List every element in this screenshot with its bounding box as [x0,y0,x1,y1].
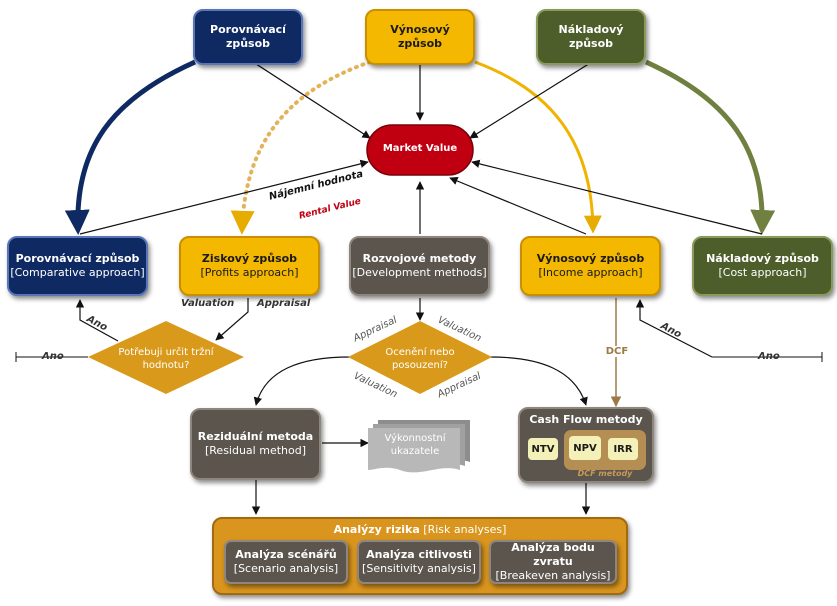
income-approach-box[interactable]: Výnosový způsob [Income approach] [520,236,661,296]
decision-assessment-text: Ocenění nebo posouzení? [385,347,455,371]
dcf-methods-caption: DCF metody [577,469,633,478]
development-methods-box[interactable]: Rozvojové metody [Development methods] [349,236,490,296]
top-cost-label: Nákladový způsob [558,23,624,50]
ano-right-line: Ano [758,351,780,362]
top-comparative-label: Porovnávací způsob [210,23,286,50]
dcf-label: DCF [605,346,629,357]
scenario-analysis-title: Analýza scénářů [235,548,337,561]
development-methods-title: Rozvojové metody [362,252,477,265]
breakeven-analysis-title: Analýza bodu zvratu [511,541,595,568]
top-cost-box[interactable]: Nákladový způsob [536,9,646,65]
residual-method-sub: [Residual method] [204,444,306,457]
profits-approach-title: Ziskový způsob [201,252,298,265]
curve-comparative [64,59,197,235]
decision-market-text: Potřebuji určit tržní hodnotu? [118,347,214,371]
comparative-approach-title: Porovnávací způsob [15,252,140,265]
residual-method-box[interactable]: Reziduální metoda [Residual method] [190,408,321,480]
market-value-pill [366,124,474,176]
profits-appraisal-label: Appraisal [257,298,311,309]
performance-indicators-text: Výkonnostní ukazatele [384,433,446,457]
curve-income-dotted [230,60,372,235]
breakeven-analysis-sub: [Breakeven analysis] [495,569,611,582]
cost-approach-box[interactable]: Nákladový způsob [Cost approach] [692,236,833,296]
sensitivity-analysis-sub: [Sensitivity analysis] [362,562,476,575]
income-approach-title: Výnosový způsob [536,252,645,265]
residual-method-title: Reziduální metoda [197,430,314,443]
scenario-analysis-box[interactable]: Analýza scénářů [Scenario analysis] [224,540,348,584]
top-income-label: Výnosový způsob [390,23,450,50]
performance-docs-icon [368,420,470,473]
breakeven-analysis-box[interactable]: Analýza bodu zvratu [Breakeven analysis] [489,540,617,584]
cost-approach-title: Nákladový způsob [706,252,819,265]
market-value-label: Market Value [382,143,458,154]
income-approach-sub: [Income approach] [538,266,643,279]
development-methods-sub: [Development methods] [352,266,487,279]
curve-income [474,60,602,234]
chip-irr: IRR [608,438,638,460]
risk-analyses-title: Analýzy rizika [333,523,420,536]
curve-cost [644,59,776,235]
chip-ntv: NTV [528,438,558,460]
comparative-approach-box[interactable]: Porovnávací způsob [Comparative approach… [7,236,148,296]
comparative-approach-sub: [Comparative approach] [10,266,145,279]
decision-diamond-assessment [348,321,492,394]
risk-analyses-header: Analýzy rizika [Risk analyses] [214,523,626,536]
scenario-analysis-sub: [Scenario analysis] [233,562,339,575]
profits-valuation-label: Valuation [181,298,235,309]
profits-approach-box[interactable]: Ziskový způsob [Profits approach] [179,236,320,296]
top-comparative-box[interactable]: Porovnávací způsob [193,9,303,65]
decision-diamond-market [88,321,244,394]
risk-analyses-sub: [Risk analyses] [423,523,507,536]
sensitivity-analysis-box[interactable]: Analýza citlivosti [Sensitivity analysis… [357,540,481,584]
cashflow-methods-title: Cash Flow metody [529,413,643,426]
top-income-box[interactable]: Výnosový způsob [365,9,475,65]
chip-npv: NPV [569,436,601,460]
cost-approach-sub: [Cost approach] [718,266,807,279]
ano-left-line: Ano [42,351,64,362]
sensitivity-analysis-title: Analýza citlivosti [366,548,472,561]
profits-approach-sub: [Profits approach] [200,266,299,279]
